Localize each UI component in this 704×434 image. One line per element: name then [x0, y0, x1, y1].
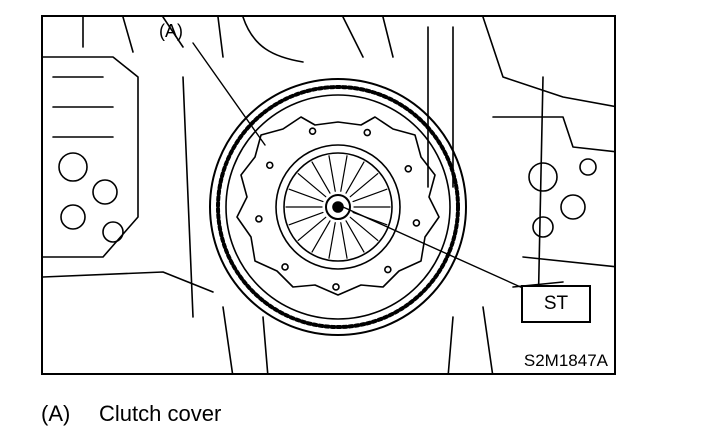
cover-bolt	[265, 161, 274, 170]
leader-line-st	[342, 206, 526, 290]
spring-finger	[311, 220, 331, 253]
spring-finger	[328, 222, 336, 259]
flywheel	[209, 78, 467, 336]
spring-finger	[288, 211, 324, 226]
cover-bolt	[281, 263, 289, 271]
release-hub	[325, 194, 351, 220]
cover-bolt	[384, 265, 392, 274]
leader-line-a	[192, 42, 266, 146]
engine-block-outline	[43, 17, 614, 373]
spring-finger	[311, 161, 331, 194]
cover-bolt	[363, 128, 372, 137]
legend-key: (A)	[41, 401, 71, 426]
spring-finger	[297, 172, 327, 198]
spring-finger	[349, 172, 379, 198]
cover-bolts	[255, 127, 421, 291]
engine-drawing	[43, 17, 614, 373]
clutch-illustration: (A) ST S2M1847A	[41, 15, 616, 375]
cover-bolt	[255, 215, 263, 223]
diaphragm-spring	[285, 155, 391, 259]
clutch-cover	[236, 116, 440, 296]
callout-a: (A)	[159, 21, 183, 41]
cover-bolt	[412, 219, 421, 227]
spring-finger	[345, 161, 365, 194]
callout-st: ST	[521, 285, 591, 323]
spring-finger	[352, 188, 388, 203]
cover-bolt	[308, 127, 317, 135]
spring-finger	[328, 155, 336, 192]
spring-finger	[288, 188, 324, 203]
cover-bolt	[404, 164, 413, 173]
figure-code: S2M1847A	[523, 351, 608, 370]
legend-row: (A) Clutch cover	[41, 401, 221, 427]
spring-finger	[297, 216, 327, 242]
spring-finger	[340, 155, 348, 192]
cover-bolt	[332, 283, 340, 291]
spring-finger	[340, 222, 348, 259]
spring-finger	[349, 216, 379, 242]
spring-finger	[345, 220, 365, 253]
legend-description: Clutch cover	[99, 401, 222, 426]
